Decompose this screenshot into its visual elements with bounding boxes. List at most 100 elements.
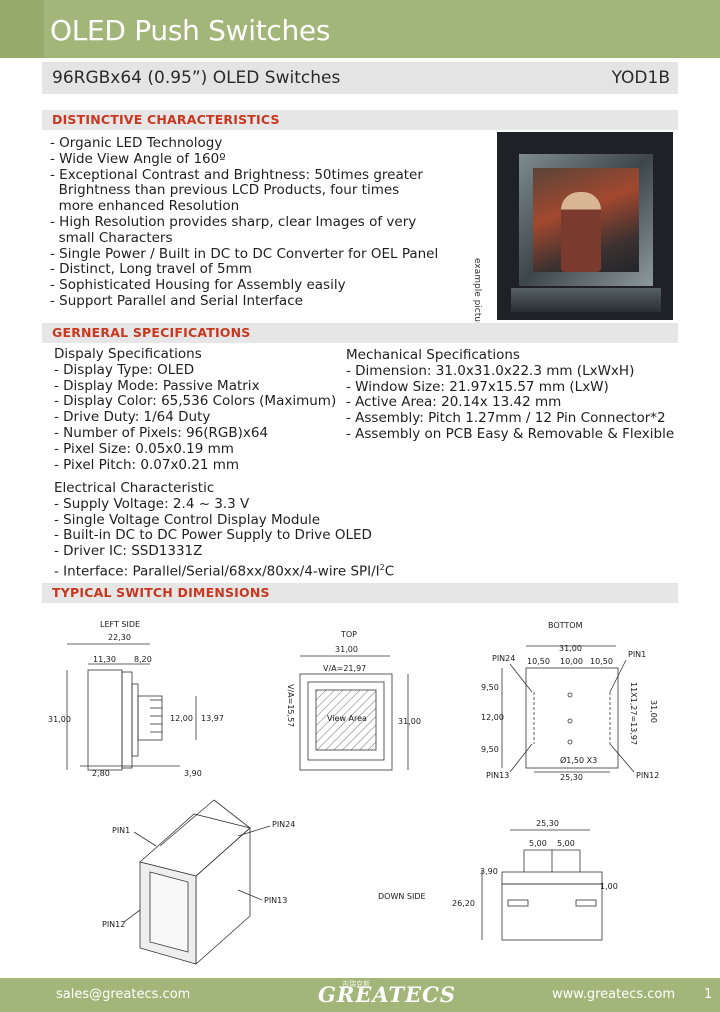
dim-5-00-a: 5,00	[529, 839, 547, 848]
display-specs-heading: Dispaly Specifications	[54, 346, 202, 362]
dim-9-50-a: 9,50	[481, 683, 499, 692]
hole	[567, 718, 573, 724]
product-subtitle: 96RGBx64 (0.95”) OLED Switches	[52, 68, 341, 88]
left-side-neck	[131, 683, 139, 757]
dim-3-90: 3,90	[184, 769, 202, 778]
photo-caption: example picture	[472, 258, 482, 332]
list-item: - Assembly: Pitch 1.27mm / 12 Pin Connec…	[346, 410, 666, 427]
display-specs: Dispaly Specifications - Display Type: O…	[54, 346, 337, 473]
list-item: - Wide View Angle of 160º	[50, 150, 226, 167]
model-number: YOD1B	[611, 68, 670, 88]
section-general: GERNERAL SPECIFICATIONS	[42, 323, 678, 343]
mechanical-specs-heading: Mechanical Specifications	[346, 347, 520, 363]
electrical-specs-heading: Electrical Characteristic	[54, 480, 215, 496]
list-item: - Distinct, Long travel of 5mm	[50, 261, 252, 278]
dim-1-00: 1,00	[600, 882, 618, 891]
dim-top-height: 31,00	[398, 717, 421, 726]
photo-base	[511, 288, 661, 312]
pin24-label: PIN24	[492, 654, 515, 663]
dim-12-00: 12,00	[170, 714, 193, 723]
list-item: - High Resolution provides sharp, clear …	[50, 213, 417, 230]
down-side-top	[501, 871, 603, 885]
interface-suffix: C	[384, 563, 395, 580]
list-item: - Display Color: 65,536 Colors (Maximum)	[54, 393, 337, 410]
dim-down-25-30: 25,30	[536, 819, 559, 828]
iso-pin1-label: PIN1	[112, 826, 130, 835]
list-item: - Number of Pixels: 96(RGB)x64	[54, 424, 269, 441]
leader-line	[509, 743, 533, 773]
dim-9-50-b: 9,50	[481, 745, 499, 754]
top-outline	[299, 673, 393, 771]
footer-website[interactable]: www.greatecs.com	[552, 987, 676, 1002]
leader-line	[509, 663, 533, 693]
hole	[567, 692, 573, 698]
dim-5-00-b: 5,00	[557, 839, 575, 848]
interface-superscript: 2	[379, 562, 385, 572]
dimension-drawings: LEFT SIDE 22,30 11,30 8,20 31,00 12,00 1…	[48, 620, 659, 965]
dim-va-15-57: V/A=15,57	[286, 684, 295, 727]
list-item: - Organic LED Technology	[50, 135, 223, 151]
dim-bottom-height: 31,00	[649, 700, 658, 723]
title-accent	[0, 0, 44, 58]
dim-2-80: 2,80	[92, 769, 110, 778]
section-dimensions: TYPICAL SWITCH DIMENSIONS	[42, 583, 678, 603]
list-item: - Built-in DC to DC Power Supply to Driv…	[54, 527, 372, 544]
leader-line	[237, 889, 263, 901]
dim-26-20: 26,20	[452, 899, 475, 908]
section-dimensions-label: TYPICAL SWITCH DIMENSIONS	[52, 585, 270, 600]
dim-top-31-00: 31,00	[335, 645, 358, 654]
list-item: - Single Power / Built in DC to DC Conve…	[50, 245, 439, 262]
list-item: Brightness than previous LCD Products, f…	[50, 182, 400, 199]
iso-edge	[159, 799, 215, 847]
dim-10-50-a: 10,50	[527, 657, 550, 666]
dim-10-50-b: 10,50	[590, 657, 613, 666]
page-title: OLED Push Switches	[50, 14, 331, 47]
left-side-cap	[121, 671, 133, 769]
top-label: TOP	[340, 630, 357, 639]
list-item: small Characters	[50, 229, 173, 246]
company-logo: GREATECS	[318, 982, 457, 1007]
list-item: - Single Voltage Control Display Module	[54, 511, 321, 528]
list-item: - Assembly on PCB Easy & Removable & Fle…	[346, 425, 675, 442]
section-general-label: GERNERAL SPECIFICATIONS	[52, 325, 251, 340]
page-number: 1	[704, 987, 713, 1002]
list-item: - Exceptional Contrast and Brightness: 5…	[50, 166, 423, 183]
dim-22-30: 22,30	[108, 633, 131, 642]
iso-edge	[213, 799, 251, 829]
subtitle-bar: 96RGBx64 (0.95”) OLED Switches YOD1B	[42, 62, 678, 94]
dim-11-30: 11,30	[93, 655, 116, 664]
photo-bezel	[519, 154, 653, 286]
iso-pin12-label: PIN12	[102, 920, 125, 929]
top-window	[307, 681, 385, 761]
bottom-outline	[525, 667, 619, 769]
list-item: - Display Type: OLED	[54, 361, 195, 378]
left-side-connector	[137, 695, 163, 741]
pin12-label: PIN12	[636, 771, 659, 780]
list-item: - Dimension: 31.0x31.0x22.3 mm (LxWxH)	[346, 362, 635, 379]
dim-12-00-b: 12,00	[481, 713, 504, 722]
left-side-body	[87, 669, 123, 771]
title-bar: OLED Push Switches	[0, 0, 720, 58]
photo-figure	[561, 192, 601, 272]
footer-email[interactable]: sales@greatecs.com	[56, 987, 191, 1002]
photo-screen	[533, 168, 639, 272]
interface-text: - Interface: Parallel/Serial/68xx/80xx/4…	[54, 563, 380, 580]
dim-25-30: 25,30	[560, 773, 583, 782]
left-side-label: LEFT SIDE	[100, 620, 140, 629]
leader-line	[133, 831, 157, 847]
list-item: - Driver IC: SSD1331Z	[54, 543, 203, 560]
down-side-foot	[507, 899, 529, 907]
dim-8-20: 8,20	[134, 655, 152, 664]
dim-13-97: 13,97	[201, 714, 224, 723]
list-item: - Supply Voltage: 2.4 ~ 3.3 V	[54, 495, 250, 512]
dim-31-00: 31,00	[48, 715, 71, 724]
iso-right-face	[195, 827, 251, 965]
dim-down-3-90: 3,90	[480, 867, 498, 876]
characteristics-list: - Organic LED Technology - Wide View Ang…	[50, 135, 439, 310]
down-side-label: DOWN SIDE	[378, 892, 426, 901]
top-view-area	[315, 689, 377, 751]
list-item: - Pixel Size: 0.05x0.19 mm	[54, 440, 234, 457]
list-item: - Drive Duty: 1/64 Duty	[54, 409, 211, 426]
pin13-label: PIN13	[486, 771, 509, 780]
dim-bottom-31-00: 31,00	[559, 644, 582, 653]
